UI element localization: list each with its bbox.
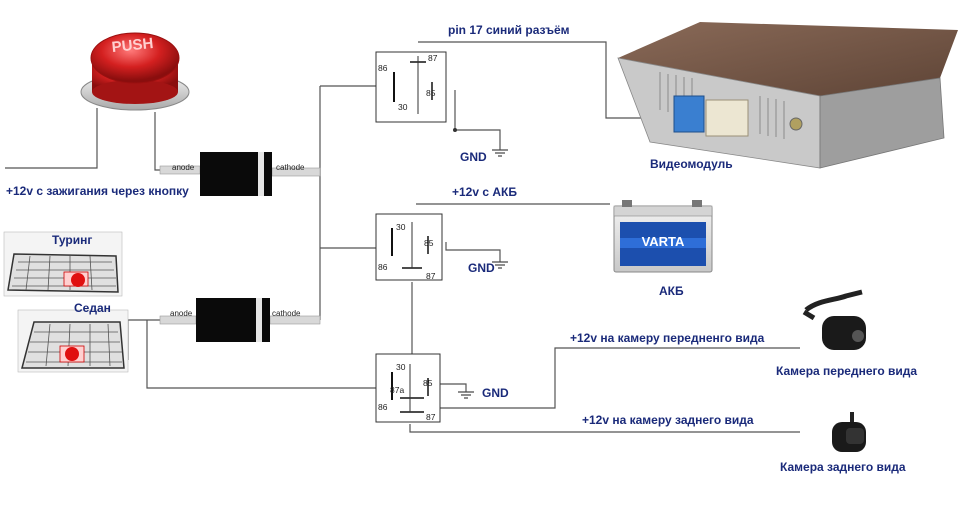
diode1-cathode: cathode xyxy=(276,163,305,172)
front-camera-image xyxy=(802,289,866,350)
r3-pin85: 85 xyxy=(423,378,433,388)
relay-1: 86 87 85 30 xyxy=(375,51,447,123)
r2-pin86: 86 xyxy=(378,262,388,272)
rear-camera-image xyxy=(832,412,866,452)
r3-pin86: 86 xyxy=(378,402,388,412)
front-cam-power-label: +12v на камеру передненго вида xyxy=(570,331,765,345)
diode2-anode: anode xyxy=(170,309,193,318)
touring-label: Туринг xyxy=(52,233,92,247)
r3-pin30: 30 xyxy=(396,362,406,372)
akb-label: АКБ xyxy=(659,284,684,298)
diode-2: anode cathode xyxy=(159,298,321,342)
videomodule-label: Видеомодуль xyxy=(650,157,733,171)
ground-symbol-3 xyxy=(458,391,474,399)
front-cam-label: Камера переднего вида xyxy=(776,364,917,378)
varta-logo: VARTA xyxy=(642,234,685,249)
r1-pin30: 30 xyxy=(398,102,408,112)
r2-pin85: 85 xyxy=(424,238,434,248)
battery-image: VARTA xyxy=(613,200,713,273)
r3-pin87: 87 xyxy=(426,412,436,422)
r1-pin85: 85 xyxy=(426,88,436,98)
gnd-label-2: GND xyxy=(468,261,495,275)
videomodule-image xyxy=(617,22,958,169)
ground-symbol-2 xyxy=(492,261,508,269)
taillight-touring-image xyxy=(3,231,123,297)
gnd-label-1: GND xyxy=(460,150,487,164)
sedan-label: Седан xyxy=(74,301,111,315)
rear-cam-label: Камера заднего вида xyxy=(780,460,906,474)
ignition-label: +12v с зажигания через кнопку xyxy=(6,184,189,198)
r2-pin30: 30 xyxy=(396,222,406,232)
push-button-image: PUSH xyxy=(80,32,190,111)
plus12-akb-label: +12v с АКБ xyxy=(452,185,517,199)
ground-symbol-1 xyxy=(492,149,508,157)
r3-pin87a: 87a xyxy=(390,385,404,395)
rear-cam-power-label: +12v на камеру заднего вида xyxy=(582,413,754,427)
diode2-cathode: cathode xyxy=(272,309,301,318)
relay-2: 30 85 86 87 xyxy=(375,213,443,281)
r1-pin87: 87 xyxy=(428,53,438,63)
gnd-label-3: GND xyxy=(482,386,509,400)
junction-dot xyxy=(453,128,457,132)
push-label: PUSH xyxy=(111,35,154,56)
r1-pin86: 86 xyxy=(378,63,388,73)
r2-pin87: 87 xyxy=(426,271,436,281)
relay-3: 30 85 87a 86 87 xyxy=(375,353,441,423)
diode-1: anode cathode xyxy=(159,152,321,196)
pin17-label: pin 17 синий разъём xyxy=(448,23,570,37)
diode1-anode: anode xyxy=(172,163,195,172)
taillight-sedan-image xyxy=(17,309,129,373)
